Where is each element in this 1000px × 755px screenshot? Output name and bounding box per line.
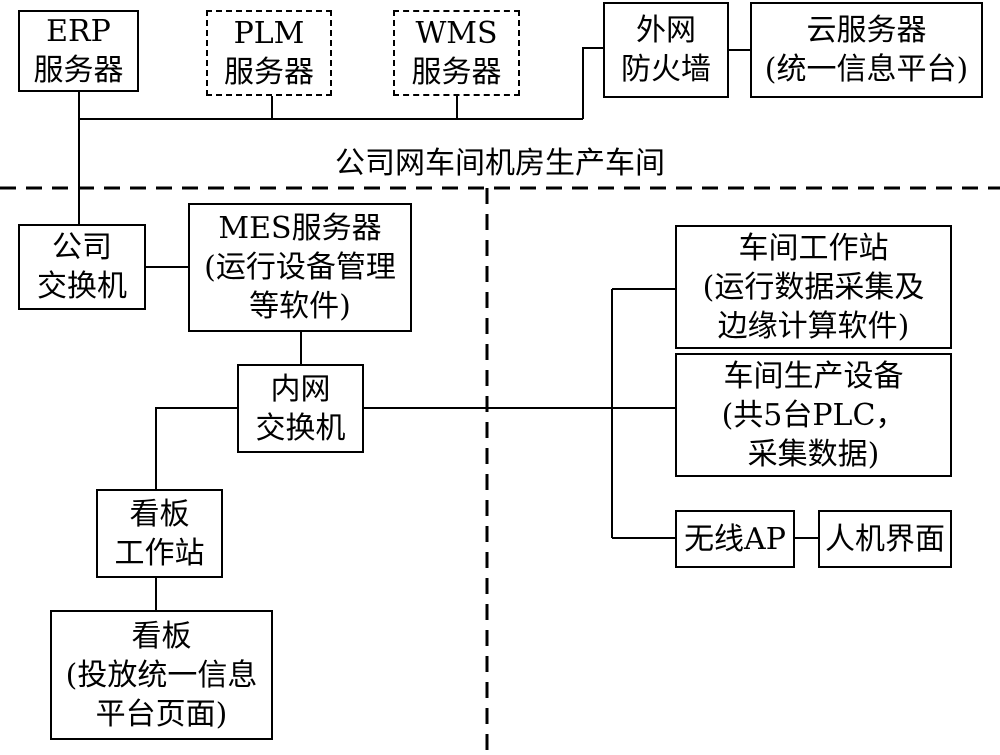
board-station-node: 看板 工作站 (96, 489, 223, 578)
mes-line-3: 等软件) (249, 289, 351, 324)
plm-server-node: PLM 服务器 (206, 10, 332, 96)
board-line-2: (投放统一信息 (65, 657, 258, 693)
cloud-line-2: (统一信息平台) (764, 52, 969, 87)
hmi-node: 人机界面 (818, 510, 952, 568)
board-line-1: 看板 (131, 618, 192, 654)
inner-switch-line-1: 内网 (270, 371, 331, 407)
board-station-line-2: 工作站 (114, 535, 205, 571)
wireless-ap-node: 无线AP (675, 510, 795, 568)
mes-line-1: MES服务器 (218, 211, 382, 246)
wms-line-1: WMS (415, 16, 498, 51)
wms-line-2: 服务器 (411, 55, 502, 90)
workshop-station-line-2: (运行数据采集及 (702, 269, 925, 305)
workshop-station-node: 车间工作站 (运行数据采集及 边缘计算软件) (675, 225, 952, 349)
erp-server-node: ERP 服务器 (18, 10, 139, 92)
workshop-station-line-3: 边缘计算软件) (717, 308, 910, 344)
firewall-link-line (582, 47, 603, 119)
company-switch-line-2: 交换机 (37, 269, 127, 304)
production-equipment-line-1: 车间生产设备 (723, 358, 904, 394)
wms-server-node: WMS 服务器 (393, 10, 520, 96)
workshop-station-line-1: 车间工作站 (738, 230, 889, 266)
board-branch-line (155, 407, 237, 489)
production-equipment-line-3: 采集数据) (747, 436, 880, 472)
mes-line-2: (运行设备管理 (204, 250, 396, 285)
inner-switch-node: 内网 交换机 (237, 364, 364, 453)
zone-label: 公司网车间机房生产车间 (335, 146, 665, 181)
production-equipment-line-2: (共5台PLC， (721, 397, 906, 433)
production-equipment-node: 车间生产设备 (共5台PLC， 采集数据) (675, 353, 952, 477)
company-switch-line-1: 公司 (52, 230, 112, 265)
erp-line-1: ERP (46, 14, 111, 49)
board-station-line-1: 看板 (129, 496, 190, 532)
firewall-line-2: 防火墙 (621, 52, 711, 87)
cloud-line-1: 云服务器 (806, 13, 927, 48)
firewall-line-1: 外网 (636, 13, 696, 48)
plm-line-2: 服务器 (224, 55, 314, 90)
board-node: 看板 (投放统一信息 平台页面) (50, 610, 273, 740)
inner-switch-line-2: 交换机 (255, 410, 346, 446)
mes-server-node: MES服务器 (运行设备管理 等软件) (188, 203, 412, 332)
firewall-node: 外网 防火墙 (603, 2, 729, 98)
cloud-server-node: 云服务器 (统一信息平台) (750, 2, 983, 98)
company-switch-node: 公司 交换机 (18, 224, 146, 310)
erp-line-2: 服务器 (33, 53, 124, 88)
hmi-label: 人机界面 (825, 521, 945, 557)
board-line-3: 平台页面) (95, 696, 228, 732)
plm-line-1: PLM (233, 16, 305, 51)
wireless-ap-label: 无线AP (684, 521, 786, 557)
